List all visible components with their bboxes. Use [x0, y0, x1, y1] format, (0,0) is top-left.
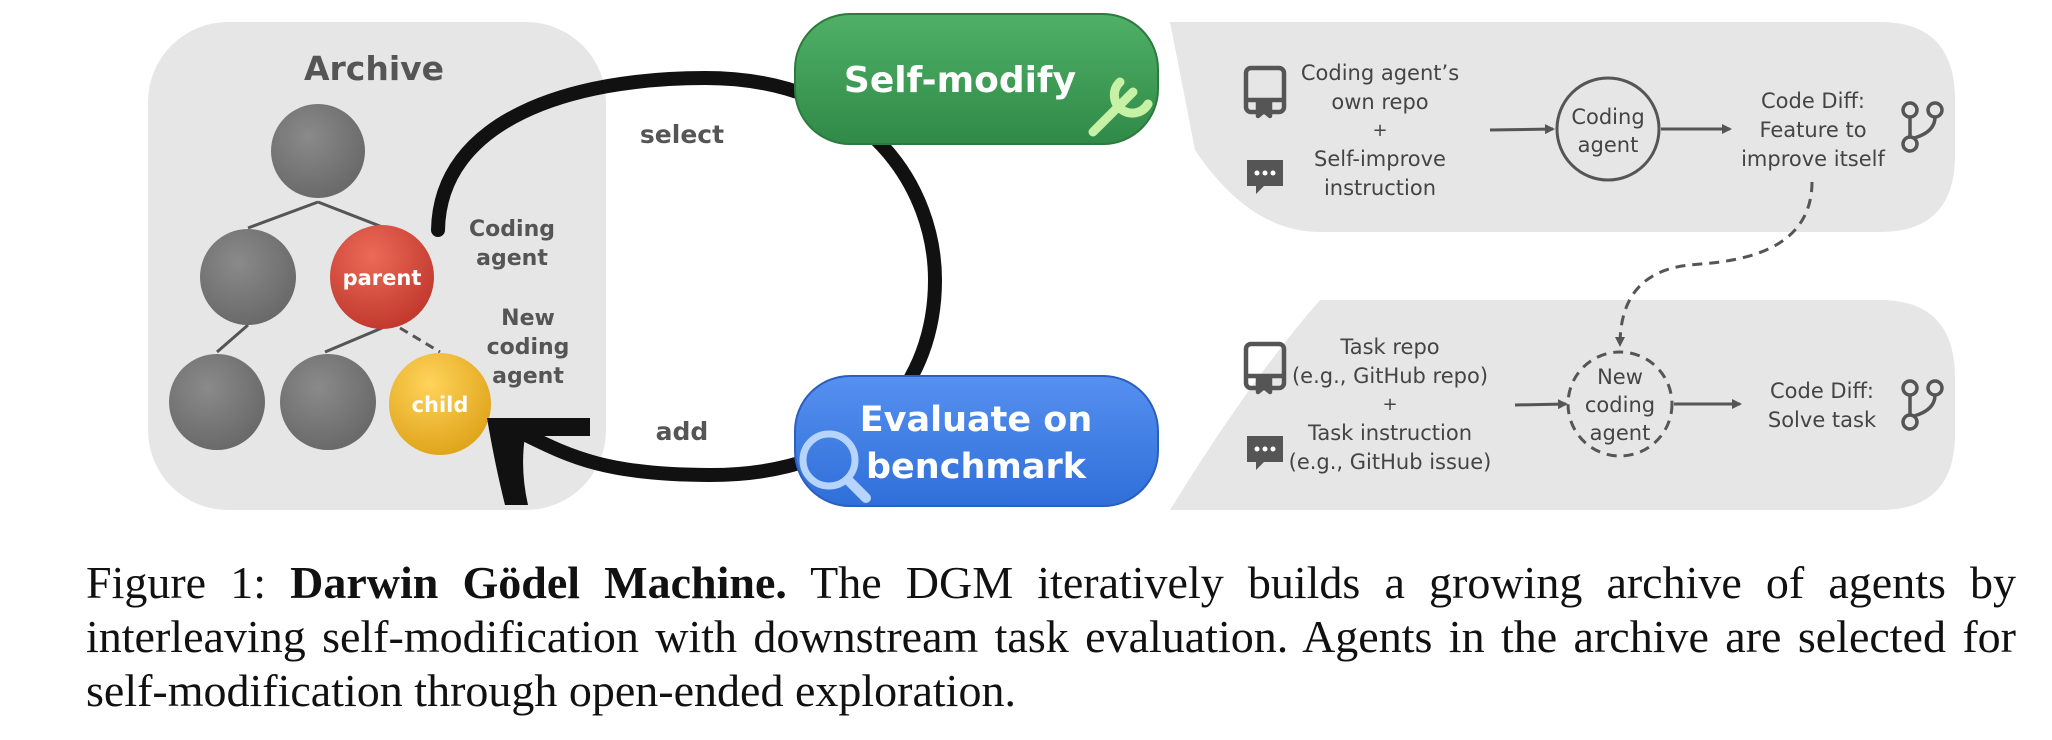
- ev-input-line-3: +: [1382, 394, 1397, 415]
- coding-agent-node: [1555, 76, 1661, 182]
- coding-agent-label-line-1: Coding: [469, 217, 555, 242]
- feature-to-new-agent-connector: [1615, 181, 1814, 347]
- self-modify-panel: [1170, 22, 1955, 232]
- select-label: select: [640, 120, 724, 149]
- archive-tree-edges: [216, 200, 441, 354]
- figure-caption: Figure 1: Darwin Gödel Machine. The DGM …: [86, 556, 2016, 718]
- archive-node-left: [200, 229, 296, 325]
- archive-title: Archive: [304, 49, 444, 88]
- caption-title: Darwin Gödel Machine.: [290, 557, 787, 608]
- new-agent-node-line-2: coding: [1585, 393, 1655, 417]
- dgm-diagram: Archive parent child select add Coding a…: [148, 13, 1955, 510]
- sm-input-line-3: +: [1372, 120, 1387, 141]
- sm-input-line-2: own repo: [1331, 90, 1428, 114]
- wrench-icon: [1088, 77, 1153, 137]
- caption-prefix: Figure 1:: [86, 557, 267, 608]
- coding-agent-label-line-2: agent: [476, 246, 548, 271]
- magnifier-icon: [799, 430, 871, 503]
- self-modify-button: [794, 13, 1159, 145]
- sm-input-line-4: Self-improve: [1314, 147, 1446, 171]
- ev-diff-line-2: Solve task: [1768, 408, 1877, 432]
- ev-input-line-4: Task instruction: [1307, 421, 1472, 445]
- child-node: [389, 353, 491, 455]
- archive-node-bottom-middle: [280, 354, 376, 450]
- evaluate-label-line-2: benchmark: [866, 447, 1087, 487]
- selection-loop: [431, 70, 943, 483]
- archive-node-root: [271, 104, 365, 198]
- sm-diff-line-2: Feature to: [1759, 118, 1866, 142]
- new-agent-node-line-3: agent: [1590, 421, 1651, 445]
- ev-input-line-2: (e.g., GitHub repo): [1292, 364, 1488, 388]
- parent-node: [330, 225, 434, 329]
- coding-agent-label: Coding agent: [469, 217, 555, 271]
- task-chat-icon: [1247, 436, 1283, 470]
- new-coding-agent-label-line-2: coding: [487, 335, 570, 360]
- sm-diff-line-1: Code Diff:: [1761, 89, 1865, 113]
- self-modify-label: Self-modify: [844, 60, 1076, 101]
- self-modify-diff-text: Code Diff: Feature to improve itself: [1741, 89, 1885, 171]
- instruction-chat-icon: [1247, 160, 1283, 194]
- new-coding-agent-label: New coding agent: [487, 306, 570, 389]
- branch-icon: [1901, 101, 1944, 153]
- evaluate-label-line-1: Evaluate on: [860, 400, 1093, 440]
- evaluate-inputs-text: Task repo (e.g., GitHub repo) + Task ins…: [1289, 335, 1492, 474]
- sm-arrow-to-agent: [1489, 124, 1555, 135]
- ev-arrow-to-agent: [1514, 399, 1568, 410]
- ev-input-line-1: Task repo: [1339, 335, 1439, 359]
- task-branch-icon: [1901, 379, 1944, 431]
- ev-input-line-5: (e.g., GitHub issue): [1289, 450, 1492, 474]
- evaluate-button: [794, 375, 1159, 507]
- child-label: child: [412, 393, 469, 417]
- coding-agent-node-line-2: agent: [1578, 133, 1639, 157]
- ev-diff-line-1: Code Diff:: [1770, 379, 1874, 403]
- new-coding-agent-node: [1566, 350, 1674, 458]
- sm-input-line-5: instruction: [1324, 176, 1436, 200]
- new-coding-agent-label-line-3: agent: [492, 364, 564, 389]
- evaluate-diff-text: Code Diff: Solve task: [1768, 379, 1877, 432]
- caption-body: The DGM iteratively builds a growing arc…: [86, 557, 2016, 716]
- parent-label: parent: [343, 266, 422, 290]
- sm-input-line-1: Coding agent’s: [1301, 61, 1459, 85]
- archive-node-bottom-left: [169, 354, 265, 450]
- self-modify-inputs-text: Coding agent’s own repo + Self-improve i…: [1301, 61, 1459, 200]
- add-label: add: [656, 417, 709, 446]
- loop-arrowhead: [487, 418, 590, 505]
- coding-agent-node-line-1: Coding: [1571, 105, 1644, 129]
- repo-icon: [1243, 65, 1287, 119]
- new-coding-agent-label-line-1: New: [501, 306, 555, 331]
- sm-diff-line-3: improve itself: [1741, 147, 1885, 171]
- task-repo-icon: [1243, 341, 1287, 395]
- new-agent-node-line-1: New: [1597, 365, 1643, 389]
